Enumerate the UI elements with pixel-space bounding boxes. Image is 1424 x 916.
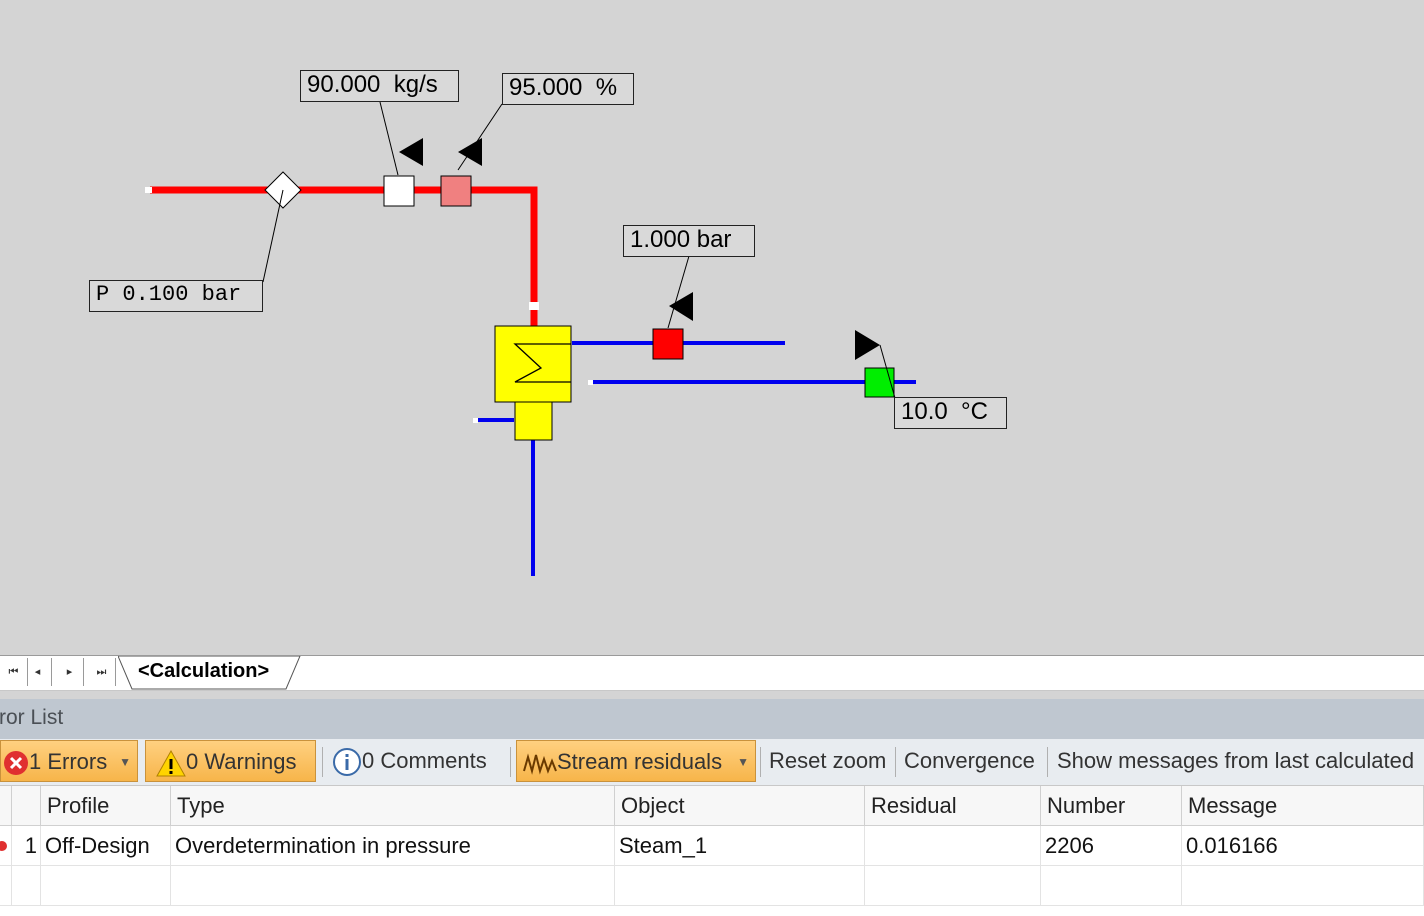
error-list-panel: rror List 1 Errors ▼ 0 Warnings 0 Commen… xyxy=(0,699,1424,916)
warnings-label: 0 Warnings xyxy=(186,749,297,774)
empty-cell xyxy=(615,866,865,906)
convergence-button[interactable]: Convergence xyxy=(904,748,1035,773)
toolbar-separator xyxy=(1047,747,1048,777)
error-table: Profile Type Object Residual Number Mess… xyxy=(0,786,1424,916)
empty-cell xyxy=(171,866,615,906)
cooling-water-inlet-line[interactable] xyxy=(588,380,916,385)
error-list-title: rror List xyxy=(0,706,64,729)
empty-cell xyxy=(0,866,12,906)
next-sheet-icon[interactable]: ▸ xyxy=(56,658,84,686)
tab-shape xyxy=(118,656,301,690)
toolbar-separator xyxy=(322,747,323,777)
sheet-tab-bar: ⏮ ◂ ▸ ⏭ <Calculation> xyxy=(0,655,1424,691)
show-messages-button[interactable]: Show messages from last calculated xyxy=(1057,748,1415,773)
empty-cell xyxy=(41,866,171,906)
previous-sheet-icon[interactable]: ◂ xyxy=(24,658,52,686)
temperature-label[interactable]: 10.0 °C xyxy=(894,397,1007,429)
comments-filter-button[interactable]: 0 Comments xyxy=(332,740,508,782)
error-icon xyxy=(0,841,7,851)
empty-cell xyxy=(1041,866,1182,906)
warnings-filter-button[interactable]: 0 Warnings xyxy=(145,740,316,782)
error-list-titlebar: rror List xyxy=(0,699,1424,739)
first-sheet-icon[interactable]: ⏮ xyxy=(0,658,28,686)
empty-cell xyxy=(12,866,41,906)
row-index: 1 xyxy=(12,826,41,866)
errors-filter-button[interactable]: 1 Errors ▼ xyxy=(0,740,138,782)
error-icon xyxy=(4,751,28,776)
label-leader-lines xyxy=(262,101,896,399)
pressure-marker[interactable] xyxy=(652,292,693,360)
waveform-icon xyxy=(523,753,557,776)
toolbar-separator xyxy=(895,747,896,777)
tab-label: <Calculation> xyxy=(138,660,270,682)
condenser-component[interactable] xyxy=(494,325,572,441)
reset-zoom-button[interactable]: Reset zoom xyxy=(769,748,887,773)
last-sheet-icon[interactable]: ⏭ xyxy=(88,658,116,686)
info-icon xyxy=(333,748,361,777)
chevron-down-icon[interactable]: ▼ xyxy=(737,755,749,769)
column-header-type[interactable]: Type xyxy=(171,786,615,826)
empty-cell xyxy=(1182,866,1424,906)
comments-label: 0 Comments xyxy=(362,748,487,773)
error-list-toolbar: 1 Errors ▼ 0 Warnings 0 Comments Stream … xyxy=(0,739,1424,786)
flowsheet-canvas[interactable]: 90.000 kg/s 95.000 % P 0.100 bar 1.000 b… xyxy=(0,0,1424,655)
mass-flow-marker[interactable] xyxy=(383,138,423,207)
cell-number: 2206 xyxy=(1041,826,1182,866)
temperature-marker[interactable] xyxy=(855,330,895,398)
column-header-profile[interactable]: Profile xyxy=(41,786,171,826)
chevron-down-icon[interactable]: ▼ xyxy=(119,755,131,769)
cell-type: Overdetermination in pressure xyxy=(171,826,615,866)
table-header-marker xyxy=(0,786,12,826)
outlet-pressure-label[interactable]: 1.000 bar xyxy=(623,225,755,257)
empty-cell xyxy=(865,866,1041,906)
cell-residual xyxy=(865,826,1041,866)
row-error-icon xyxy=(0,826,12,866)
efficiency-label[interactable]: 95.000 % xyxy=(502,73,634,105)
toolbar-separator xyxy=(510,747,511,777)
condensate-line[interactable] xyxy=(473,418,535,576)
warning-icon xyxy=(156,750,186,777)
errors-label: 1 Errors xyxy=(29,749,108,774)
table-header-index xyxy=(12,786,41,826)
column-header-object[interactable]: Object xyxy=(615,786,865,826)
efficiency-marker[interactable] xyxy=(440,138,482,207)
column-header-message[interactable]: Message xyxy=(1182,786,1424,826)
inlet-pressure-label[interactable]: P 0.100 bar xyxy=(89,280,263,312)
flowsheet-diagram xyxy=(145,101,916,576)
column-header-number[interactable]: Number xyxy=(1041,786,1182,826)
toolbar-separator xyxy=(760,747,761,777)
cell-object: Steam_1 xyxy=(615,826,865,866)
mass-flow-label[interactable]: 90.000 kg/s xyxy=(300,70,459,102)
cell-message: 0.016166 xyxy=(1182,826,1424,866)
cell-profile: Off-Design xyxy=(41,826,171,866)
column-header-residual[interactable]: Residual xyxy=(865,786,1041,826)
stream-residuals-label: Stream residuals xyxy=(557,749,723,774)
stream-residuals-button[interactable]: Stream residuals ▼ xyxy=(516,740,756,782)
